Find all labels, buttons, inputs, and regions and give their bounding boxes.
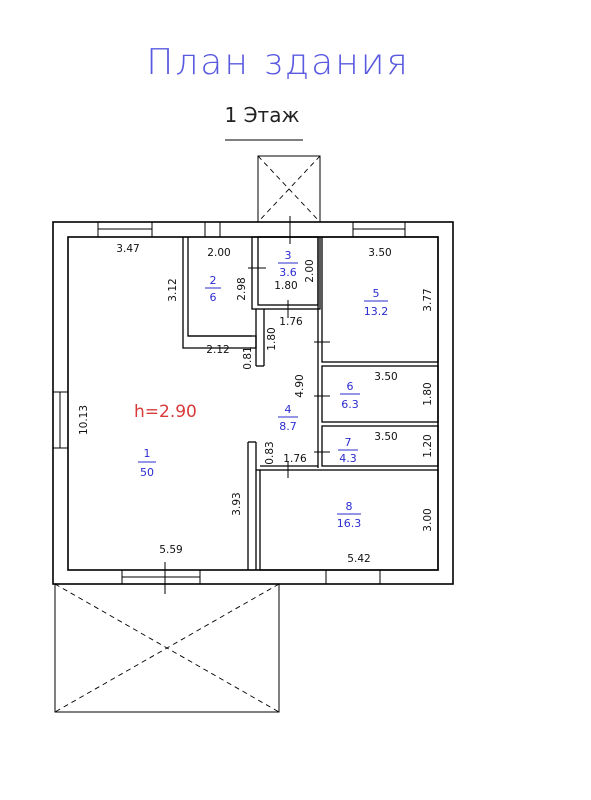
dim-r4-top: 1.76 <box>279 316 303 328</box>
dim-r5-right: 3.77 <box>422 288 434 311</box>
svg-text:4.3: 4.3 <box>339 452 357 465</box>
dim-r8-bottom: 5.42 <box>347 553 370 565</box>
svg-text:5: 5 <box>373 287 380 300</box>
svg-text:7: 7 <box>345 436 352 449</box>
outer-walls <box>52 221 454 585</box>
ceiling-height-note: h=2.90 <box>134 402 197 422</box>
top-porch <box>257 155 321 223</box>
room-8-label: 8 16.3 <box>337 500 362 530</box>
dim-r4-bottom-h: 0.83 <box>264 441 276 464</box>
room-1-label: 1 50 <box>138 447 156 479</box>
svg-text:3.6: 3.6 <box>279 266 297 279</box>
svg-text:16.3: 16.3 <box>337 517 362 530</box>
dim-r1-top: 3.47 <box>116 243 139 255</box>
dim-r6-top: 3.50 <box>374 371 397 383</box>
svg-text:6: 6 <box>347 380 354 393</box>
dim-r6-right: 1.80 <box>422 382 434 405</box>
dim-r3-bottom: 1.80 <box>274 280 297 292</box>
svg-text:8.7: 8.7 <box>279 420 297 433</box>
room-2-label: 2 6 <box>205 274 221 304</box>
dim-r4-bottom: 1.76 <box>283 453 307 465</box>
bottom-terrace <box>54 583 280 713</box>
dim-r2-top: 2.00 <box>207 247 230 259</box>
svg-text:50: 50 <box>140 466 154 479</box>
svg-text:4: 4 <box>285 403 292 416</box>
floor-subtitle: 1 Этаж <box>225 103 300 127</box>
windows <box>53 222 406 584</box>
dim-r1-upper-right: 3.12 <box>167 278 179 301</box>
dim-r5-top: 3.50 <box>368 247 391 259</box>
door-marks <box>164 216 330 594</box>
svg-text:1: 1 <box>144 447 151 460</box>
room-3-label: 3 3.6 <box>278 249 298 279</box>
svg-text:6: 6 <box>210 291 217 304</box>
room-7-label: 7 4.3 <box>338 436 358 465</box>
dim-r1-bottom: 5.59 <box>159 544 182 556</box>
room-6-label: 6 6.3 <box>340 380 360 411</box>
dim-r1-right-lower: 3.93 <box>231 492 243 515</box>
dim-r8-right: 3.00 <box>422 508 434 531</box>
dim-r1-notch: 2.12 <box>206 344 229 356</box>
svg-text:2: 2 <box>210 274 217 287</box>
svg-text:8: 8 <box>346 500 353 513</box>
dim-r4-left-top: 1.80 <box>266 327 278 350</box>
dim-r4-left: 4.90 <box>294 374 306 397</box>
plan-title: План здания <box>146 42 410 83</box>
svg-text:3: 3 <box>285 249 292 262</box>
dim-r1-notch-h: 0.81 <box>242 346 254 369</box>
dim-r7-right: 1.20 <box>422 434 434 457</box>
interior-walls <box>182 236 439 571</box>
dim-r1-left: 10.13 <box>78 405 90 435</box>
room-5-label: 5 13.2 <box>364 287 389 318</box>
dim-r7-top: 3.50 <box>374 431 397 443</box>
dim-r3-right: 2.00 <box>304 259 316 282</box>
svg-text:13.2: 13.2 <box>364 305 389 318</box>
dim-r2-right: 2.98 <box>236 277 248 300</box>
room-4-label: 4 8.7 <box>278 403 298 433</box>
svg-text:6.3: 6.3 <box>341 398 359 411</box>
